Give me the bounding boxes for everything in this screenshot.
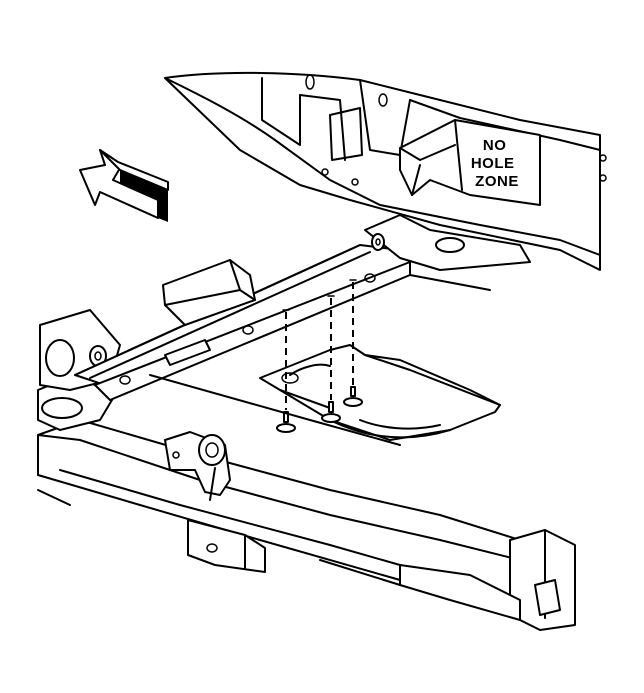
fastener-2 [321, 295, 341, 423]
fastener-3 [343, 279, 363, 407]
crossmember-top-bracket [162, 259, 256, 326]
structure-detail-lines [37, 274, 491, 506]
zone-label-line-1: NO [483, 137, 507, 154]
upper-body-structure [164, 71, 607, 271]
zone-label-line-3: ZONE [475, 173, 519, 190]
no-hole-zone-bracket [399, 119, 541, 206]
lower-rail-bracket [187, 519, 266, 573]
no-hole-zone-label: NO HOLE ZONE [471, 137, 519, 190]
skid-plate [259, 344, 501, 441]
front-direction-arrow-icon [79, 149, 169, 222]
suspension-bracket [164, 431, 231, 501]
crossmember-right-mount [364, 214, 531, 271]
zone-label-line-2: HOLE [471, 155, 515, 172]
fastener-1 [276, 309, 296, 433]
right-rail-bracket [319, 529, 576, 631]
